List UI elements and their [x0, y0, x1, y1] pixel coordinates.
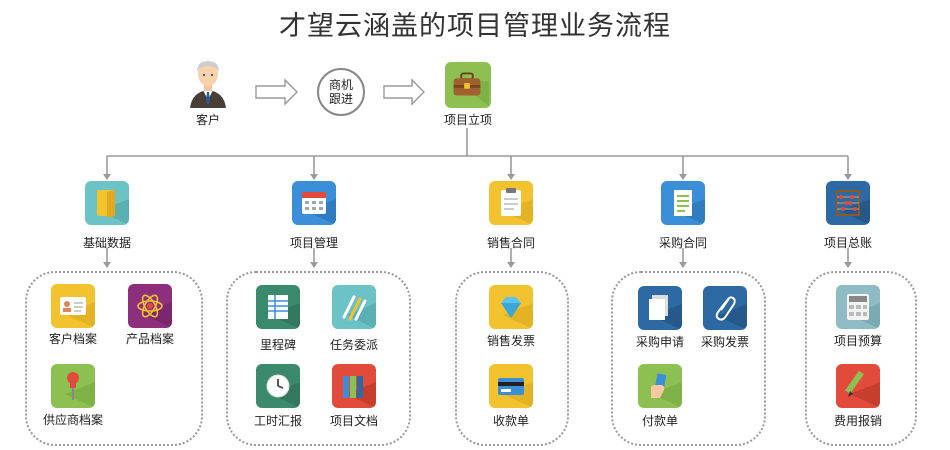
item-expense-label: 费用报销: [833, 414, 882, 428]
group-purchase-contract: [611, 271, 766, 446]
clock-icon[interactable]: [256, 364, 300, 408]
item-timesheet-label: 工时汇报: [253, 414, 302, 428]
item-receipt-label: 收款单: [492, 414, 529, 428]
calendar-icon[interactable]: [292, 181, 336, 225]
category-sales-contract-label: 销售合同: [486, 236, 535, 250]
credit-card-icon[interactable]: [489, 364, 533, 408]
group-basic-data: [25, 271, 203, 446]
id-card-icon[interactable]: [51, 284, 95, 328]
copy-docs-icon[interactable]: [638, 286, 682, 330]
briefcase-icon[interactable]: [445, 62, 491, 108]
item-budget-label: 项目预算: [833, 334, 882, 348]
item-payment-label: 付款单: [641, 414, 678, 428]
page-title: 才望云涵盖的项目管理业务流程: [279, 11, 671, 42]
opportunity-label-line2: 跟进: [328, 92, 353, 106]
arrow-opportunity-to-project: [383, 78, 425, 106]
group-sales-contract: [455, 271, 569, 446]
item-supplier-file-label: 供应商档案: [42, 413, 103, 427]
pencil-icon[interactable]: [836, 364, 880, 408]
arrow-customer-to-opportunity: [255, 78, 298, 106]
project-setup-label: 项目立项: [443, 113, 492, 127]
category-project-mgmt-label: 项目管理: [289, 236, 338, 250]
item-project-docs-label: 项目文档: [329, 414, 378, 428]
item-purchase-request-label: 采购申请: [635, 335, 684, 349]
group-project-mgmt: [226, 271, 411, 446]
opportunity-followup-node[interactable]: 商机 跟进: [317, 68, 365, 116]
milestone-table-icon[interactable]: [256, 285, 300, 329]
document-icon[interactable]: [661, 181, 705, 225]
item-sales-invoice-label: 销售发票: [486, 334, 535, 348]
item-purchase-invoice-label: 采购发票: [700, 335, 749, 349]
pushpin-icon[interactable]: [51, 364, 95, 408]
clipboard-icon[interactable]: [489, 181, 533, 225]
folder-icon[interactable]: [85, 181, 129, 225]
opportunity-label-line1: 商机: [328, 78, 353, 92]
category-ledger-label: 项目总账: [823, 236, 872, 250]
customer-person-icon: [186, 56, 230, 108]
hand-card-icon[interactable]: [638, 364, 682, 408]
item-milestone-label: 里程碑: [259, 338, 296, 352]
calculator-icon[interactable]: [836, 285, 880, 329]
atom-icon[interactable]: [128, 284, 172, 328]
category-basic-data-label: 基础数据: [82, 236, 131, 250]
item-product-file-label: 产品档案: [125, 332, 174, 346]
paperclip-icon[interactable]: [703, 286, 747, 330]
category-purchase-contract-label: 采购合同: [658, 236, 707, 250]
abacus-icon[interactable]: [826, 181, 870, 225]
pencils-icon[interactable]: [332, 285, 376, 329]
item-customer-file-label: 客户档案: [48, 332, 97, 346]
diamond-icon[interactable]: [489, 285, 533, 329]
customer-label: 客户: [195, 113, 220, 127]
binders-icon[interactable]: [332, 364, 376, 408]
item-task-assign-label: 任务委派: [329, 338, 378, 352]
group-ledger: [805, 271, 917, 446]
